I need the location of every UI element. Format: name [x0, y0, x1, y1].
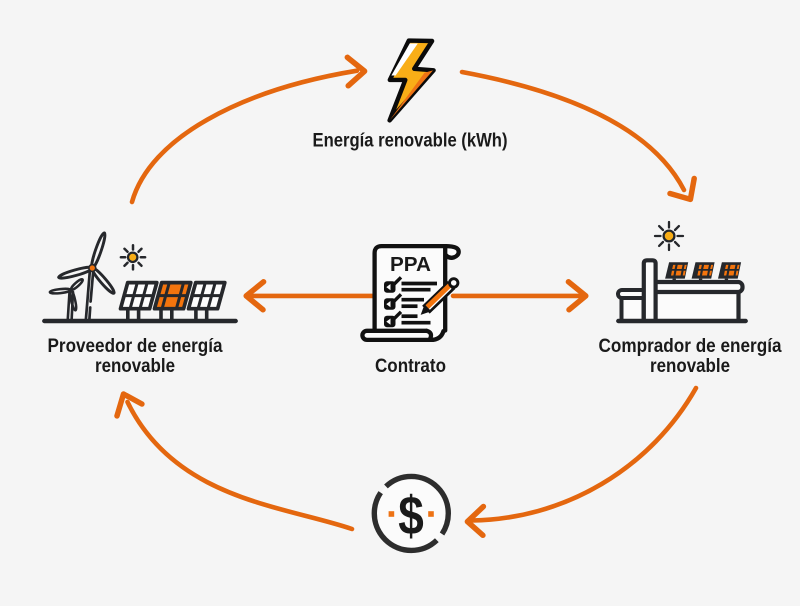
svg-text:renovable: renovable	[95, 355, 175, 377]
svg-text:Comprador de energía: Comprador de energía	[599, 335, 782, 357]
svg-text:Contrato: Contrato	[375, 355, 446, 377]
svg-text:$: $	[398, 486, 424, 547]
svg-text:Energía renovable (kWh): Energía renovable (kWh)	[313, 130, 508, 152]
svg-text:PPA: PPA	[390, 254, 431, 276]
svg-text:renovable: renovable	[650, 355, 730, 377]
svg-text:Proveedor de energía: Proveedor de energía	[48, 335, 223, 357]
